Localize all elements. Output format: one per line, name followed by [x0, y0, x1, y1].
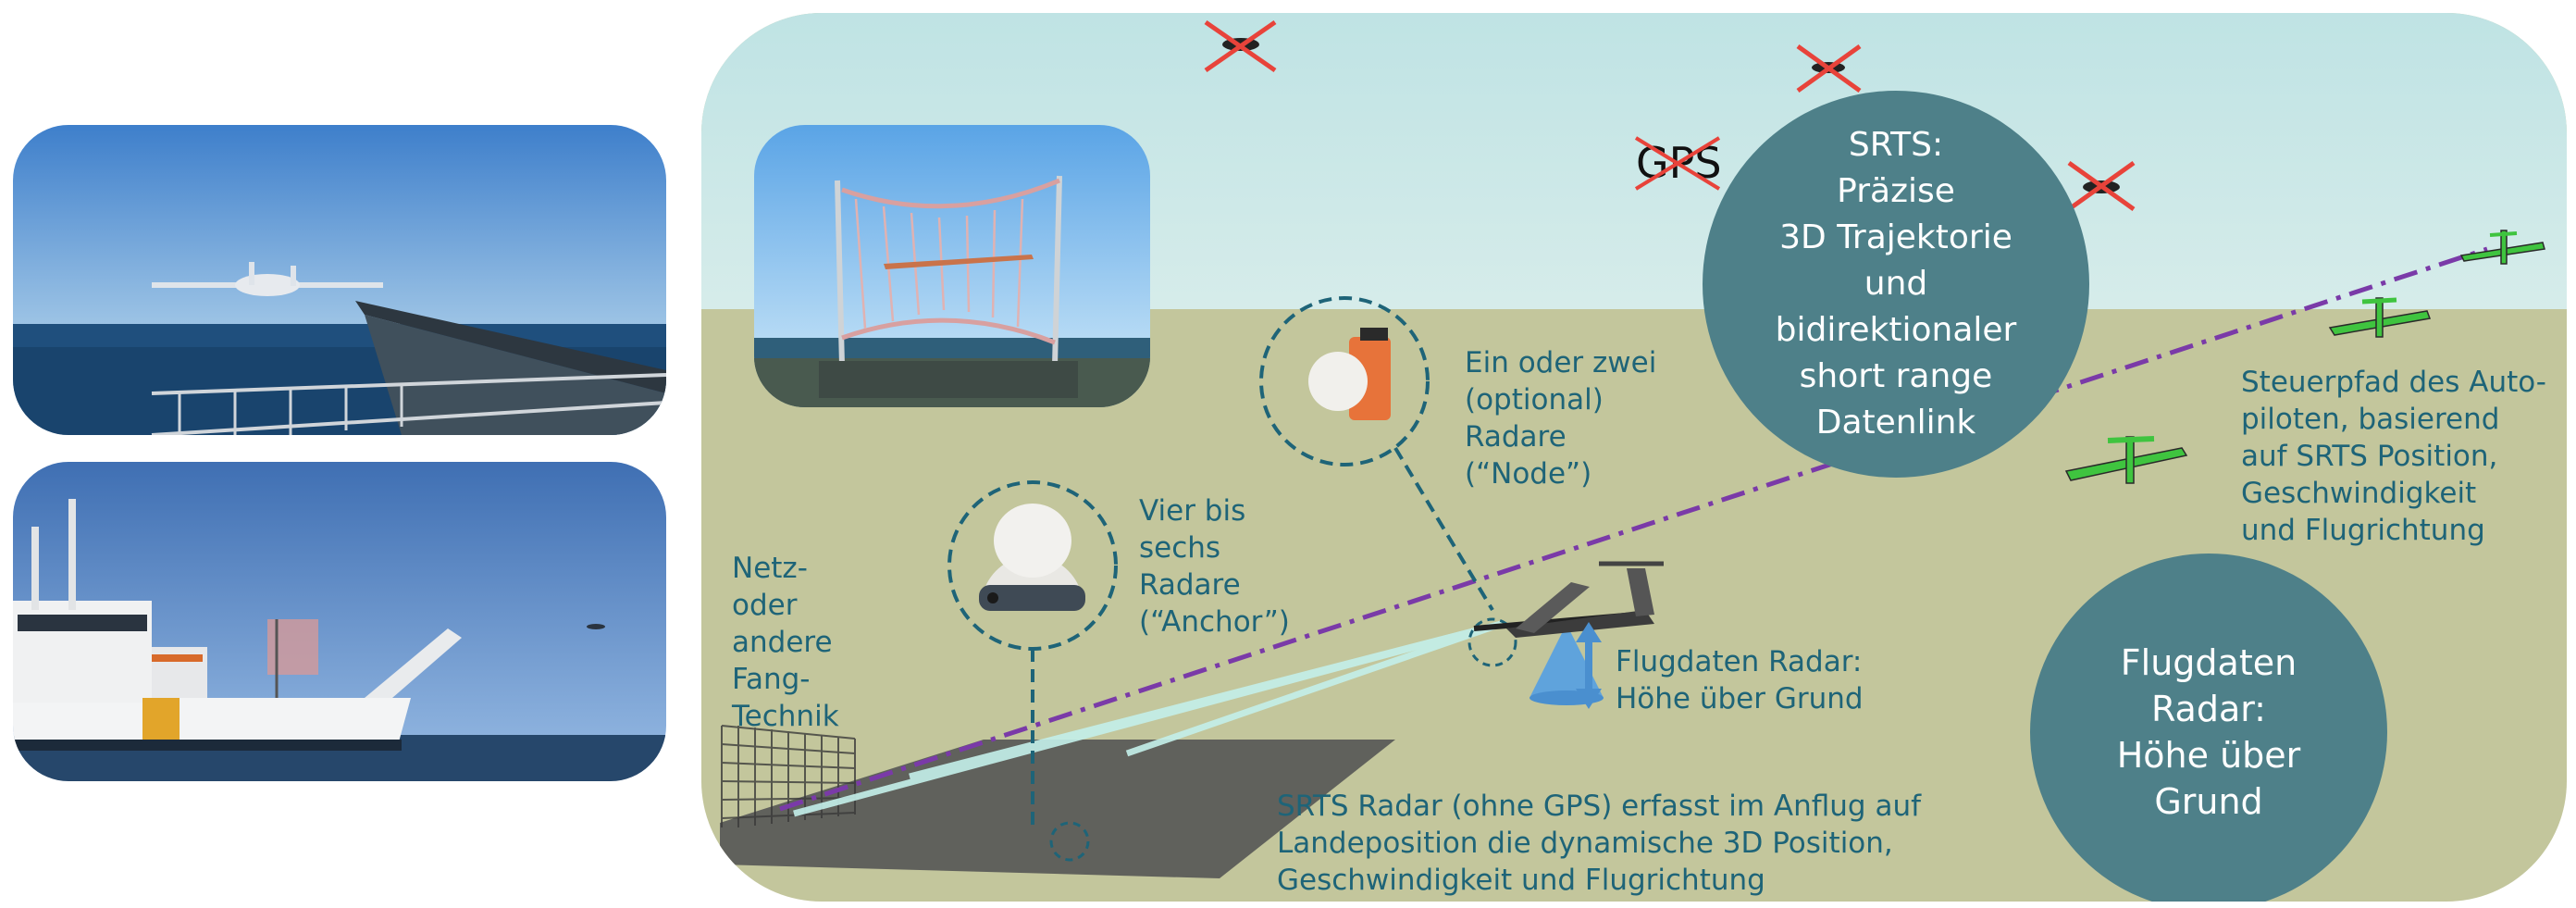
- label-node-radar: Ein oder zwei (optional) Radare (“Node”): [1465, 346, 1657, 491]
- label-netz: Netz- oder andere Fang- Technik: [732, 552, 839, 733]
- label-steuerpfad: Steuerpfad des Auto- piloten, basierend …: [2241, 366, 2546, 547]
- green-drone-icon: [2064, 436, 2188, 484]
- anchor-radar-icon: [979, 504, 1085, 611]
- satellite-crossed-icon: [2067, 160, 2136, 212]
- height-arrow-icon: [1576, 622, 1602, 709]
- satellite-crossed-icon: [1204, 19, 1277, 73]
- flugdaten-circle-text: Flugdaten Radar: Höhe über Grund: [2116, 642, 2301, 822]
- photo-ship: [13, 462, 666, 781]
- diagram-panel: GPS: [701, 13, 2567, 902]
- srts-circle-text: SRTS: Präzise 3D Trajektorie und bidirek…: [1775, 126, 2017, 442]
- label-srts-radar: SRTS Radar (ohne GPS) erfasst im Anflug …: [1277, 790, 1922, 897]
- srts-circle: SRTS: Präzise 3D Trajektorie und bidirek…: [1703, 91, 2089, 478]
- satellite-crossed-icon: [1796, 44, 1862, 93]
- radar-beams: [793, 620, 1504, 817]
- approach-path: [779, 246, 2488, 812]
- flugdaten-circle: Flugdaten Radar: Höhe über Grund: [2030, 554, 2387, 902]
- node-callout-circle: [1259, 296, 1430, 466]
- green-drone-icon: [2328, 297, 2432, 338]
- green-drone-icon: [2459, 230, 2545, 265]
- label-flugdaten-radar: Flugdaten Radar: Höhe über Grund: [1616, 645, 1864, 715]
- label-anchor-radar: Vier bis sechs Radare (“Anchor”): [1139, 494, 1290, 639]
- node-radar-icon: [1308, 328, 1391, 420]
- photo-catching-net: [754, 125, 1150, 407]
- photo-drone-landing: [13, 125, 666, 435]
